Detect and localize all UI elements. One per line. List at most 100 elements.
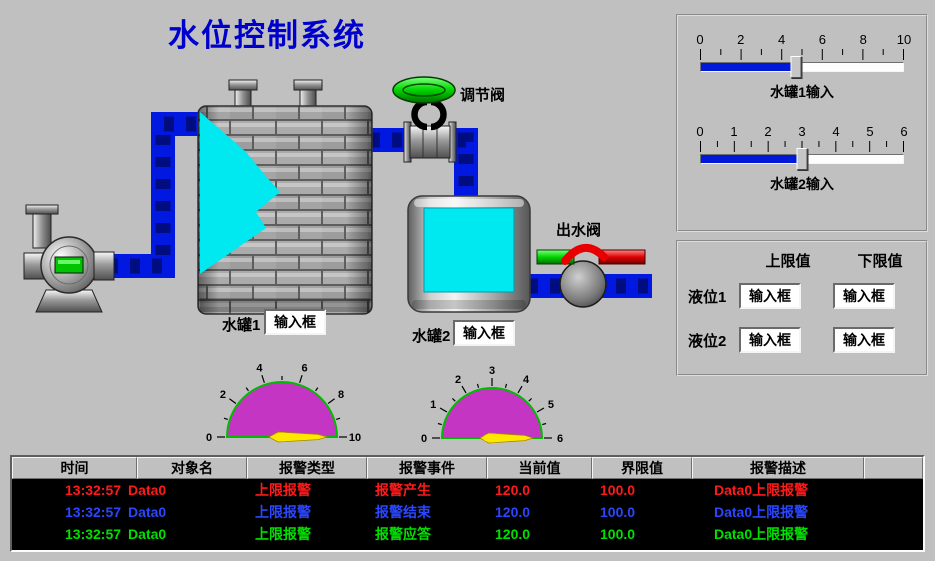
alarm-object: Data0 — [128, 504, 167, 520]
regulating-valve-label: 调节阀 — [460, 87, 506, 104]
limits-row-level1: 液位1 输入框 输入框 — [678, 283, 926, 309]
alarm-limit-value: 100.0 — [600, 482, 636, 498]
pump-inlet-stub — [32, 213, 52, 249]
slider-tick-label: 5 — [866, 124, 874, 139]
alarm-col-header: 报警类型 — [247, 457, 367, 479]
slider-tick-label: 2 — [737, 32, 745, 47]
limits-header: 上限值 下限值 — [742, 250, 926, 271]
gauge-tick-label: 3 — [489, 365, 495, 377]
gauge-dial — [225, 381, 339, 438]
alarm-object: Data0 — [128, 482, 167, 498]
limits-panel: 上限值 下限值 液位1 输入框 输入框 液位2 输入框 输入框 — [676, 240, 928, 376]
alarm-col-header: 报警描述 — [692, 457, 864, 479]
gauge-needle-hub — [273, 432, 291, 442]
gauge-tick — [223, 417, 228, 420]
alarm-type: 上限报警 — [255, 504, 311, 520]
outlet-valve-body[interactable] — [559, 260, 607, 308]
gauge-tick — [315, 387, 319, 392]
slider-tick-label: 4 — [832, 124, 840, 139]
valve-fitting-body — [409, 125, 451, 159]
alarm-description: Data0上限报警 — [714, 504, 809, 520]
tank1-vent-left-cap — [228, 79, 258, 91]
valve-handwheel-inner — [402, 83, 446, 97]
gauge-tick — [461, 385, 467, 394]
slider-tick-label: 4 — [777, 32, 786, 47]
slider-tank1-thumb[interactable] — [790, 56, 802, 78]
alarm-description: Data0上限报警 — [714, 482, 809, 498]
gauge-tick — [439, 407, 448, 413]
gauge-tick-label: 1 — [430, 399, 436, 411]
gauge-tick-label: 2 — [455, 374, 461, 386]
outlet-valve[interactable] — [536, 244, 646, 308]
level2-upper-input[interactable]: 输入框 — [739, 327, 801, 353]
slider-tick-label: 3 — [798, 124, 806, 139]
level1-lower-input[interactable]: 输入框 — [833, 283, 895, 309]
gauge-tick-label: 5 — [548, 399, 554, 411]
valve-actuator-icon — [411, 98, 428, 131]
level2-lower-input[interactable]: 输入框 — [833, 327, 895, 353]
slider-tank1-track[interactable] — [700, 56, 904, 78]
gauge-tick — [299, 374, 303, 383]
slider-tank1-fill — [701, 63, 796, 71]
tank2-water-level — [423, 207, 515, 293]
level2-label: 液位2 — [688, 332, 727, 350]
alarm-col-header: 当前值 — [487, 457, 592, 479]
tank2-top-highlight — [414, 199, 524, 207]
gauge-tick — [229, 398, 237, 404]
gauge-tick — [504, 383, 508, 388]
pump-flange — [25, 204, 59, 215]
valve-handwheel[interactable] — [392, 76, 456, 104]
gauge-tick — [542, 422, 547, 426]
slider-tick-label: 6 — [900, 124, 908, 139]
alarm-col-header: 报警事件 — [367, 457, 487, 479]
alarm-event: 报警应答 — [375, 526, 431, 542]
gauge-tick-label: 2 — [220, 389, 226, 401]
alarm-event: 报警结束 — [375, 504, 431, 520]
slider-tick-label: 8 — [859, 32, 867, 47]
gauge-tick-label: 4 — [256, 363, 263, 375]
tank1-water-level — [200, 112, 280, 274]
tank2 — [407, 195, 531, 313]
tank1-vent-right-cap — [293, 79, 323, 91]
alarm-col-header: 对象名 — [137, 457, 247, 479]
slider-tank1-caption: 水罐1输入 — [770, 84, 834, 100]
limits-row-level2: 液位2 输入框 输入框 — [678, 327, 926, 353]
alarm-event: 报警产生 — [375, 482, 431, 498]
tank2-bottom-shade — [412, 300, 526, 309]
gauge-tick — [327, 398, 335, 404]
valve-actuator-icon — [430, 98, 447, 131]
tank2-input-box[interactable]: 输入框 — [453, 320, 515, 346]
tank1-input-box[interactable]: 输入框 — [264, 309, 326, 335]
tank1-label: 水罐1 — [222, 317, 261, 334]
pump-body-ring — [49, 245, 89, 285]
slider-tank1-ticks — [700, 49, 904, 60]
level1-upper-input[interactable]: 输入框 — [739, 283, 801, 309]
lower-limit-header: 下限值 — [857, 253, 903, 270]
gauge-tick — [476, 383, 480, 388]
regulating-valve[interactable] — [392, 76, 457, 163]
alarm-type: 上限报警 — [255, 482, 311, 498]
gauge-tick — [261, 374, 265, 383]
slider-tank2-thumb[interactable] — [796, 148, 808, 170]
alarm-col-header: 界限值 — [592, 457, 692, 479]
gauge-tick — [517, 385, 523, 394]
pipes — [108, 112, 652, 298]
alarm-time: 13:32:57 — [65, 526, 122, 542]
gauge-tick — [437, 422, 442, 426]
outlet-valve-lever[interactable] — [561, 244, 608, 265]
slider-tank2-track[interactable] — [700, 148, 904, 170]
gauge-tick-label: 8 — [338, 389, 344, 401]
